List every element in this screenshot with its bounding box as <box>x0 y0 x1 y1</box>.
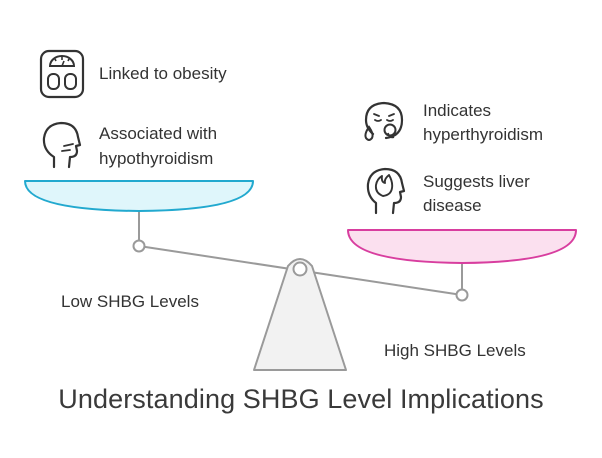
left-pan <box>24 180 254 212</box>
sweating-face-icon <box>360 98 408 144</box>
liver-disease-label-line1: Suggests liver <box>423 172 530 191</box>
right-pan <box>347 229 577 264</box>
liver-disease-label-line2: disease <box>423 196 482 215</box>
hyperthyroidism-label-line1: Indicates <box>423 101 492 120</box>
head-profile-icon <box>40 120 84 170</box>
obesity-label: Linked to obesity <box>99 64 227 83</box>
high-shbg-label: High SHBG Levels <box>384 341 526 360</box>
right-pivot <box>455 288 469 302</box>
fulcrum <box>253 258 347 371</box>
bathroom-scale-icon <box>38 48 86 100</box>
left-pivot <box>132 239 146 253</box>
head-flame-icon <box>364 166 408 216</box>
hyperthyroidism-label-line2: hyperthyroidism <box>423 125 543 144</box>
hypothyroidism-label-line1: Associated with <box>99 124 218 143</box>
diagram-title: Understanding SHBG Level Implications <box>58 384 544 414</box>
low-shbg-label: Low SHBG Levels <box>61 292 199 311</box>
fulcrum-pivot <box>292 261 308 277</box>
hypothyroidism-label-line2: hypothyroidism <box>99 149 214 168</box>
